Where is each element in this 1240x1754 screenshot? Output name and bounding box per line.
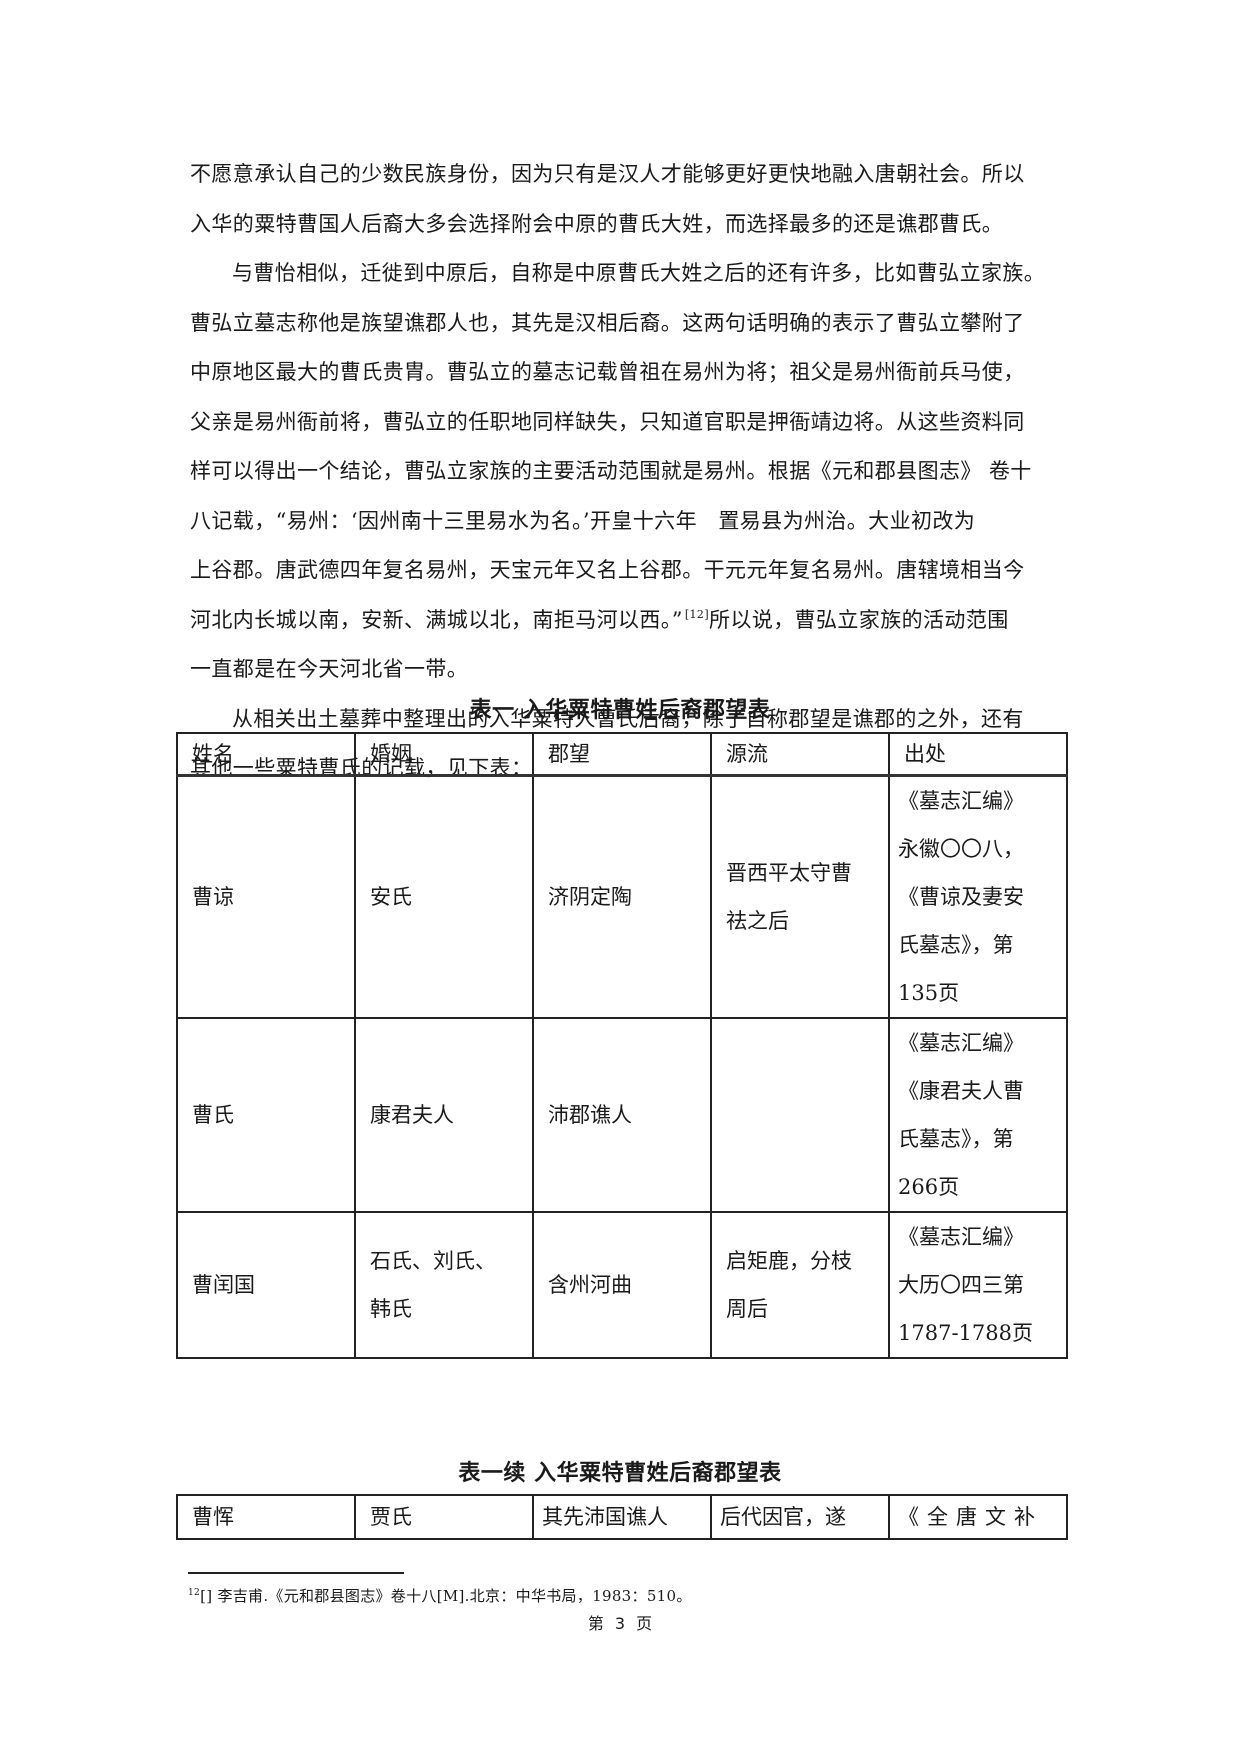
paragraph-2: 与曹怡相似，迁徙到中原后，自称是中原曹氏大姓之后的还有许多，比如曹弘立家族。 曹…	[190, 249, 1060, 695]
header-cell-marriage: 婚姻	[354, 732, 534, 777]
cell-origin: 含州河曲	[532, 1211, 712, 1359]
cell-source: 《墓志汇编》 大历〇四三第 1787-1788页	[888, 1211, 1068, 1359]
table-continued-caption: 表一续 入华粟特曹姓后裔郡望表	[458, 1461, 782, 1486]
header-cell-source: 出处	[888, 732, 1068, 777]
cell-origin: 其先沛国谯人	[532, 1494, 712, 1540]
text-line: 从相关出土墓葬中整理出的入华粟特人曹氏后裔，除了自称郡望是谯郡的之外，还有	[232, 706, 1024, 731]
cell-line: 266页	[898, 1175, 960, 1199]
table-header-row: 姓名 婚姻 郡望 源流 出处	[176, 732, 1068, 777]
body-text: 不愿意承认自己的少数民族身份，因为只有是汉人才能够更好更快地融入唐朝社会。所以 …	[190, 150, 1060, 794]
header-cell-name: 姓名	[176, 732, 356, 777]
footnote: 12[] 李吉甫.《元和郡县图志》卷十八[M].北京：中华书局，1983：510…	[188, 1585, 692, 1606]
cell-marriage: 安氏	[354, 774, 534, 1019]
text-line: 与曹怡相似，迁徙到中原后，自称是中原曹氏大姓之后的还有许多，比如曹弘立家族。	[232, 261, 1046, 285]
text-line: 父亲是易州衙前将，曹弘立的任职地同样缺失，只知道官职是押衙靖边将。从这些资料同	[190, 409, 1025, 434]
cell-line: 启矩鹿，分枝	[726, 1249, 852, 1273]
cell-lineage: 后代因官，遂	[710, 1494, 890, 1540]
header-cell-origin: 郡望	[532, 732, 712, 777]
cell-origin: 济阴定陶	[532, 774, 712, 1019]
cell-source: 《墓志汇编》 《康君夫人曹 氏墓志》，第 266页	[888, 1017, 1068, 1213]
cell-marriage: 康君夫人	[354, 1017, 534, 1213]
footnote-separator	[188, 1572, 404, 1574]
footnote-brackets: []	[200, 1587, 213, 1605]
footnote-marker: 12	[188, 1588, 201, 1598]
cell-source: 《全唐文补	[888, 1494, 1068, 1540]
table-row: 曹谅 安氏 济阴定陶 晋西平太守曹 祛之后 《墓志汇编》 永徽〇〇八， 《曹谅及…	[176, 774, 1068, 1019]
cell-source: 《墓志汇编》 永徽〇〇八， 《曹谅及妻安 氏墓志》，第 135页	[888, 774, 1068, 1019]
table-row: 曹闰国 石氏、刘氏、 韩氏 含州河曲 启矩鹿，分枝 周后 《墓志汇编》 大历〇四…	[176, 1211, 1068, 1359]
cell-line: 氏墓志》，第	[898, 933, 1014, 957]
cell-line: 石氏、刘氏、	[370, 1249, 496, 1273]
cell-line: 晋西平太守曹	[726, 861, 852, 885]
data-table-continued: 曹恽 贾氏 其先沛国谯人 后代因官，遂 《全唐文补	[176, 1494, 1068, 1540]
cell-line: 永徽〇〇八，	[898, 837, 1024, 861]
text-line: 样可以得出一个结论，曹弘立家族的主要活动范围就是易州。根据《元和郡县图志》 卷十	[190, 459, 1032, 483]
data-table: 姓名 婚姻 郡望 源流 出处 曹谅 安氏 济阴定陶 晋西平太守曹 祛之后 《墓志…	[176, 732, 1068, 1359]
quote-end-text: 河北内长城以南，安新、满城以北，南拒马河以西。”	[190, 607, 683, 632]
cell-name: 曹恽	[176, 1494, 356, 1540]
citation-reference[interactable]: [12]	[684, 607, 710, 621]
text-line: 曹弘立墓志称他是族望谯郡人也，其先是汉相后裔。这两句话明确的表示了曹弘立攀附了	[190, 310, 1025, 335]
text-line: 八记载，“易州：‘因州南十三里易水为名。’开皇十六年 置易县为州治。大业初改为	[190, 508, 976, 533]
cell-line: 《墓志汇编》	[898, 1031, 1024, 1055]
cell-lineage: 晋西平太守曹 祛之后	[710, 774, 890, 1019]
cell-line: 1787-1788页	[898, 1321, 1033, 1345]
cell-line: 周后	[726, 1297, 768, 1321]
header-cell-lineage: 源流	[710, 732, 890, 777]
text-line: 入华的粟特曹国人后裔大多会选择附会中原的曹氏大姓，而选择最多的还是谯郡曹氏。	[190, 211, 1004, 236]
cell-line: 《墓志汇编》	[898, 1225, 1024, 1249]
text-continuation: 所以说，曹弘立家族的活动范围	[709, 607, 1009, 632]
cell-name: 曹谅	[176, 774, 356, 1019]
cell-line: 135页	[898, 981, 960, 1005]
text-line: 不愿意承认自己的少数民族身份，因为只有是汉人才能够更好更快地融入唐朝社会。所以	[190, 162, 1025, 186]
cell-name: 曹氏	[176, 1017, 356, 1213]
table-row: 曹恽 贾氏 其先沛国谯人 后代因官，遂 《全唐文补	[176, 1494, 1068, 1540]
text-line: 河北内长城以南，安新、满城以北，南拒马河以西。”[12]所以说，曹弘立家族的活动…	[190, 596, 1060, 646]
table-row: 曹氏 康君夫人 沛郡谯人 《墓志汇编》 《康君夫人曹 氏墓志》，第 266页	[176, 1017, 1068, 1213]
cell-line: 祛之后	[726, 909, 789, 933]
text-line: 一直都是在今天河北省一带。	[190, 657, 469, 681]
text-line: 上谷郡。唐武德四年复名易州，天宝元年又名上谷郡。干元元年复名易州。唐辖境相当今	[190, 558, 1025, 582]
cell-line: 《曹谅及妻安	[898, 885, 1024, 909]
cell-origin: 沛郡谯人	[532, 1017, 712, 1213]
footnote-text: 李吉甫.《元和郡县图志》卷十八[M].北京：中华书局，1983：510。	[212, 1587, 692, 1605]
cell-line: 《康君夫人曹	[898, 1079, 1024, 1103]
cell-marriage: 石氏、刘氏、 韩氏	[354, 1211, 534, 1359]
table-caption: 表一 入华粟特曹姓后裔郡望表	[469, 698, 771, 723]
cell-line: 《墓志汇编》	[898, 789, 1024, 813]
paragraph-1: 不愿意承认自己的少数民族身份，因为只有是汉人才能够更好更快地融入唐朝社会。所以 …	[190, 150, 1060, 249]
cell-lineage: 启矩鹿，分枝 周后	[710, 1211, 890, 1359]
cell-marriage: 贾氏	[354, 1494, 534, 1540]
cell-name: 曹闰国	[176, 1211, 356, 1359]
cell-line: 大历〇四三第	[898, 1273, 1024, 1297]
cell-line: 氏墓志》，第	[898, 1127, 1014, 1151]
cell-lineage	[710, 1017, 890, 1213]
cell-line: 韩氏	[370, 1297, 412, 1321]
page-number: 第 3 页	[587, 1614, 653, 1633]
text-line: 中原地区最大的曹氏贵胄。曹弘立的墓志记载曾祖在易州为将；祖父是易州衙前兵马使，	[190, 360, 1025, 384]
